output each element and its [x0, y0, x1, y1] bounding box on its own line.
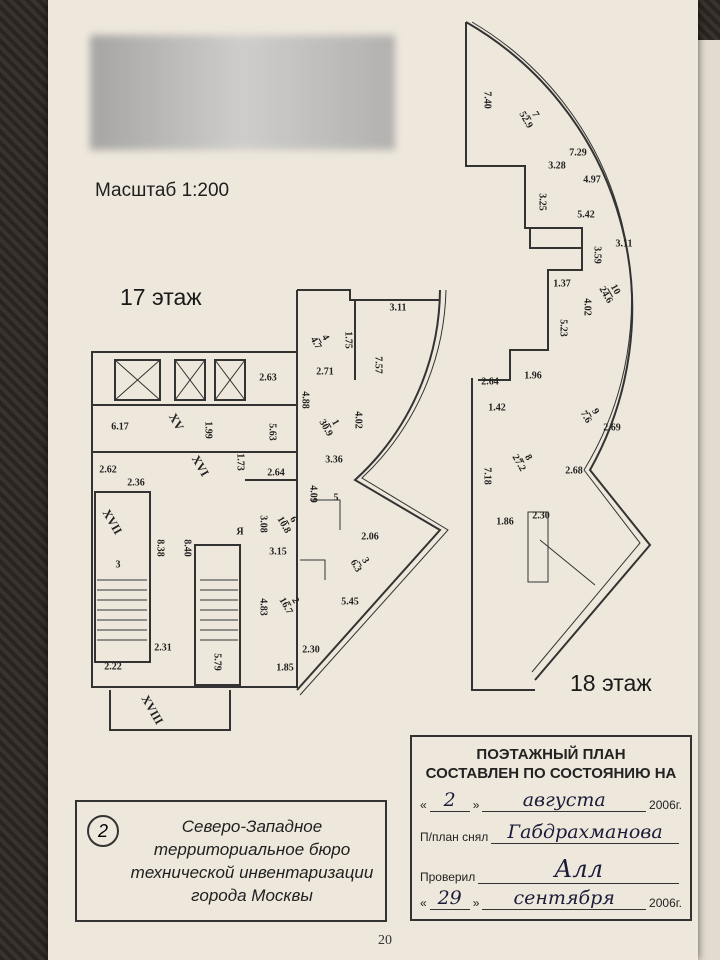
dimension-label: 4.88: [299, 391, 311, 409]
dimension-label: 3.15: [269, 546, 287, 558]
dimension-label: 2.71: [316, 366, 334, 378]
dimension-label: 3.36: [325, 454, 343, 466]
dimension-label: 3.25: [536, 193, 548, 211]
surveyed-by: Габдрахманова: [491, 821, 679, 844]
date1-year: 2006: [649, 798, 676, 812]
floor-17-label: 17 этаж: [120, 284, 202, 310]
dimension-label: 2.63: [259, 372, 277, 384]
dimension-label: 5.79: [211, 653, 223, 671]
dimension-label: 2.36: [127, 477, 145, 489]
dimension-label: 2.69: [603, 422, 621, 434]
bureau-line: территориальное бюро: [153, 840, 351, 859]
bureau-number: 2: [87, 815, 119, 847]
dimension-label: 4.02: [352, 411, 364, 429]
dimension-label: 7.57: [372, 356, 384, 374]
dimension-label: 7.40: [481, 91, 493, 109]
bureau-line: технической инвентаризации: [130, 863, 374, 882]
dimension-label: 2.64: [267, 467, 285, 479]
dimension-label: 7.18: [481, 467, 493, 485]
dimension-label: 3.11: [389, 302, 407, 314]
dimension-label: 3: [115, 559, 121, 571]
dimension-label: 3.28: [548, 160, 566, 172]
dimension-label: 1.99: [202, 421, 214, 439]
dimension-label: 5.42: [577, 209, 595, 221]
date2-day: 29: [429, 887, 470, 910]
bureau-stamp: 2 Северо-Западное территориальное бюро т…: [75, 800, 387, 922]
dimension-label: 2.62: [99, 464, 117, 476]
dimension-label: Я: [236, 526, 244, 538]
dimension-label: 2.68: [565, 465, 583, 477]
dimension-label: 3.11: [615, 238, 633, 250]
surveyed-label: П/план снял: [420, 830, 489, 844]
dimension-label: 1.73: [234, 453, 246, 471]
checked-signature: Алл: [478, 855, 679, 884]
dimension-label: 2.31: [154, 642, 172, 654]
dimension-label: 2.30: [532, 510, 550, 522]
redacted-area: [90, 35, 395, 150]
dimension-label: 3.08: [257, 515, 269, 533]
year-suffix: г.: [675, 896, 682, 910]
dimension-label: 5.23: [557, 319, 569, 337]
dimension-label: 8.38: [154, 539, 166, 557]
dimension-label: 2.64: [481, 376, 499, 388]
date1-day: 2: [429, 789, 470, 812]
floor-17-walls: [91, 289, 449, 731]
dimension-label: 4.02: [581, 298, 593, 316]
scale-label: Масштаб 1:200: [95, 180, 230, 201]
dimension-label: 4.09: [307, 485, 319, 503]
floor-18-walls: [465, 21, 652, 691]
dimension-label: 4.97: [583, 174, 601, 186]
date2-month: сентября: [482, 887, 647, 910]
dimension-label: 3.59: [591, 246, 603, 264]
dimension-label: 2.22: [104, 661, 122, 673]
dimension-label: 2.30: [302, 644, 320, 656]
dimension-label: 5: [333, 492, 339, 504]
floor-plan-stamp: ПОЭТАЖНЫЙ ПЛАН СОСТАВЛЕН ПО СОСТОЯНИЮ НА…: [410, 735, 692, 921]
dimension-label: 2.06: [361, 531, 379, 543]
dimension-label: 4.83: [257, 598, 269, 616]
stamp-title: ПОЭТАЖНЫЙ ПЛАН: [476, 746, 626, 763]
year-suffix: г.: [675, 798, 682, 812]
dimension-label: 1.86: [496, 516, 514, 528]
dimension-label: 6.17: [111, 421, 129, 433]
dimension-label: 5.45: [341, 596, 359, 608]
dimension-label: 1.75: [342, 331, 354, 349]
bureau-line: Северо-Западное: [181, 817, 323, 836]
dimension-label: 5.63: [266, 423, 278, 441]
page-number: 20: [378, 933, 392, 948]
dimension-label: 7.29: [569, 147, 587, 159]
date1-month: августа: [482, 789, 647, 812]
checked-label: Проверил: [420, 870, 476, 884]
stamp-subtitle: СОСТАВЛЕН ПО СОСТОЯНИЮ НА: [425, 765, 677, 782]
dimension-label: 8.40: [181, 539, 193, 557]
dimension-label: 1.37: [553, 278, 571, 290]
date2-year: 2006: [649, 896, 676, 910]
floor-18-label: 18 этаж: [570, 670, 652, 696]
dimension-label: 1.42: [488, 402, 506, 414]
dimension-label: 1.85: [276, 662, 294, 674]
dimension-label: 1.96: [524, 370, 542, 382]
bureau-line: города Москвы: [191, 886, 313, 905]
